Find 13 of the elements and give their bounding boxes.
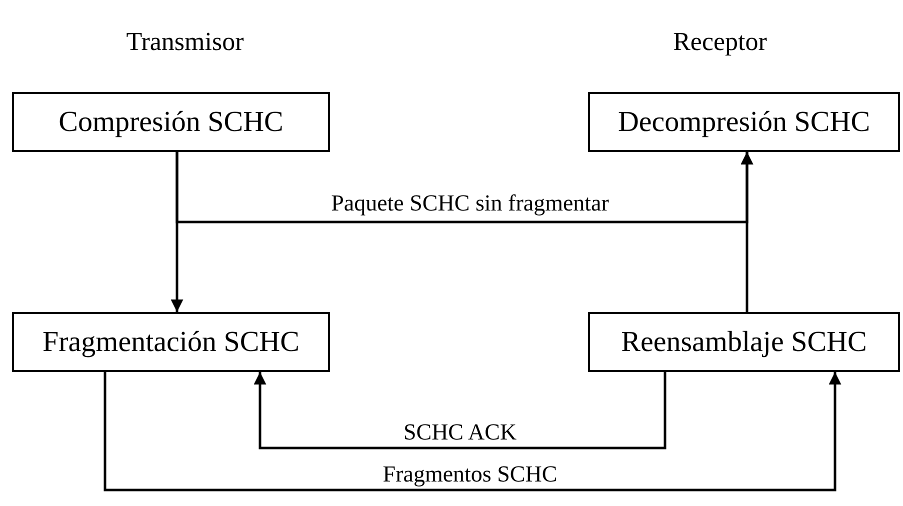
process-box [12,92,330,152]
process-box [588,92,900,152]
arrow [104,372,842,492]
box-label: Fragmentación SCHC [42,328,300,356]
arrow [254,372,666,450]
box-label: Reensamblaje SCHC [621,328,867,356]
box-label: Compresión SCHC [58,108,284,136]
process-box [12,312,330,372]
column-heading: Receptor [673,29,767,55]
arrow [740,152,754,312]
process-box [588,312,900,372]
column-heading: Transmisor [126,29,244,55]
box-label: Decompresión SCHC [618,108,870,136]
